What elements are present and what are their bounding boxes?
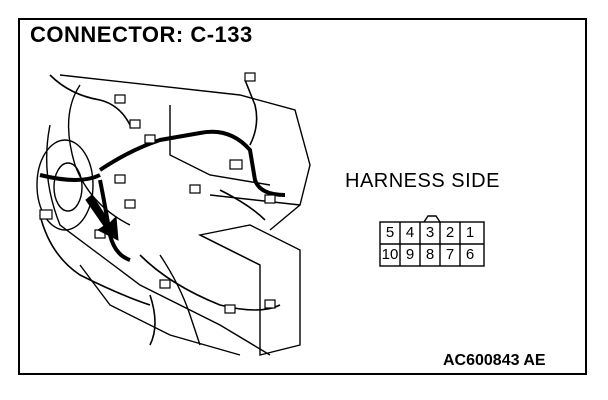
harness-side-label: HARNESS SIDE — [345, 170, 500, 192]
pin-9: 9 — [405, 246, 415, 263]
figure-code: AC600843 AE — [443, 352, 546, 369]
pin-1: 1 — [465, 224, 475, 241]
pin-5: 5 — [385, 224, 395, 241]
pin-3: 3 — [425, 224, 435, 241]
connector-pinout: 5 4 3 2 1 10 9 8 7 6 — [378, 214, 488, 270]
pin-6: 6 — [465, 246, 475, 263]
pin-7: 7 — [445, 246, 455, 263]
connector-title: CONNECTOR: C-133 — [30, 22, 253, 47]
dashboard-harness-illustration — [36, 72, 311, 356]
connector-outline — [379, 215, 485, 267]
pin-10: 10 — [381, 246, 399, 263]
pin-8: 8 — [425, 246, 435, 263]
pin-2: 2 — [445, 224, 455, 241]
pin-4: 4 — [405, 224, 415, 241]
